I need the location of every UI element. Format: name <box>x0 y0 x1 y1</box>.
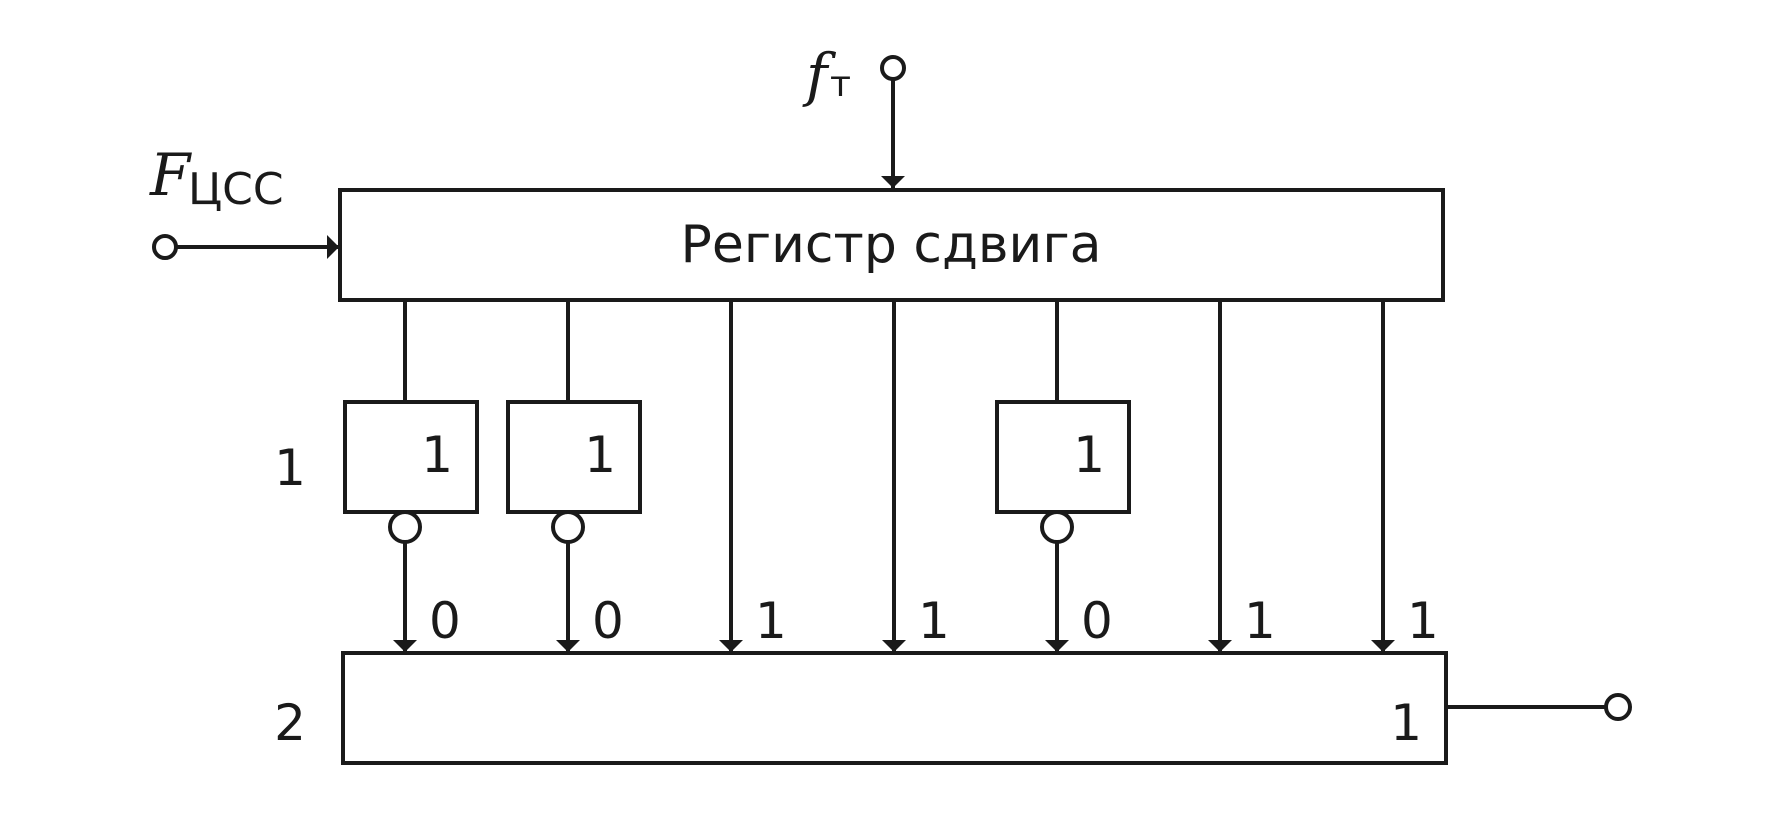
tap-bit-label-5: 0 <box>1081 592 1113 650</box>
tap-bit-label-6: 1 <box>1244 592 1276 650</box>
tap-bit-label-7: 1 <box>1407 592 1439 650</box>
input-label: F <box>149 141 192 209</box>
inverter-symbol-1: 1 <box>421 426 453 484</box>
inverter-box-2 <box>506 400 642 514</box>
inverter-symbol-3: 1 <box>1073 426 1105 484</box>
tap-bit-label-2: 0 <box>592 592 624 650</box>
input-terminal <box>152 234 178 260</box>
shift-register-label: Регистр сдвига <box>680 215 1101 275</box>
inverter-bubble-1 <box>388 510 422 544</box>
inverter-bubble-2 <box>551 510 585 544</box>
tap-bit-label-3: 1 <box>755 592 787 650</box>
inverter-box-1 <box>343 400 479 514</box>
input-label-subscript: ЦСС <box>188 164 284 215</box>
and-block-box <box>341 651 1448 765</box>
tap-lines: 1 0 1 0 1 1 1 0 1 1 <box>343 300 1439 652</box>
inverter-box-3 <box>995 400 1131 514</box>
tap-bit-label-4: 1 <box>918 592 950 650</box>
tap-bit-label-1: 0 <box>429 592 461 650</box>
output <box>1446 693 1632 721</box>
data-input: F ЦСС <box>149 141 339 260</box>
and-block-symbol: 1 <box>1390 694 1422 752</box>
clock-input: f т <box>802 41 906 188</box>
clock-terminal <box>880 55 906 81</box>
inverter-bubble-3 <box>1040 510 1074 544</box>
clock-label-subscript: т <box>830 64 851 105</box>
row-label-inverters: 1 <box>274 439 306 497</box>
output-terminal <box>1604 693 1632 721</box>
shift-register-box <box>338 188 1445 302</box>
inverter-symbol-2: 1 <box>584 426 616 484</box>
row-label-and: 2 <box>274 694 306 752</box>
